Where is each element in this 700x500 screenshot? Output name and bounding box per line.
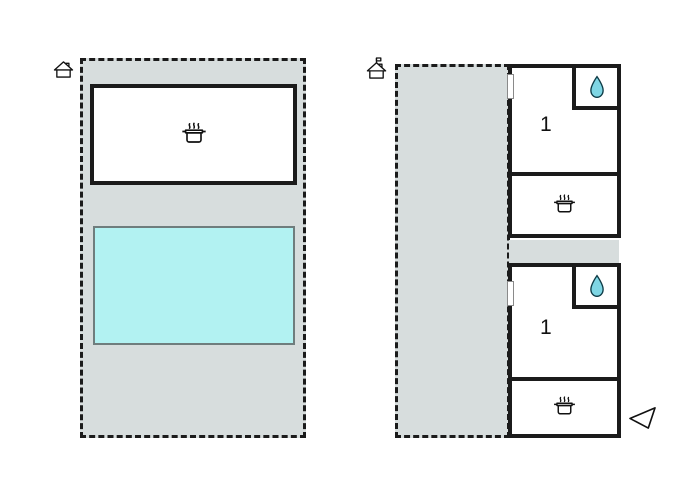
bathroom [572, 267, 617, 309]
bathroom [572, 68, 617, 110]
kitchen-room [90, 84, 297, 185]
pot-icon [552, 193, 577, 217]
triangle-arrow-icon [628, 405, 657, 430]
kitchen-zone [512, 176, 617, 234]
terrace-strip [509, 240, 619, 263]
pot-icon [180, 122, 208, 148]
drop-icon [588, 274, 606, 298]
door-marker [507, 281, 514, 306]
wall-divider [512, 172, 617, 176]
wall-divider [512, 377, 617, 381]
pool [93, 226, 295, 345]
door-marker [507, 74, 514, 99]
kitchen-zone [512, 381, 617, 434]
unit-1: 1 [507, 64, 621, 238]
unit-label: 1 [540, 316, 552, 339]
house-antenna-icon [366, 57, 387, 80]
drop-icon [588, 75, 606, 99]
house-icon [53, 60, 74, 79]
terrace-right [395, 64, 510, 438]
unit-label: 1 [540, 113, 552, 136]
unit-2: 1 [507, 263, 621, 438]
pot-icon [552, 396, 577, 419]
